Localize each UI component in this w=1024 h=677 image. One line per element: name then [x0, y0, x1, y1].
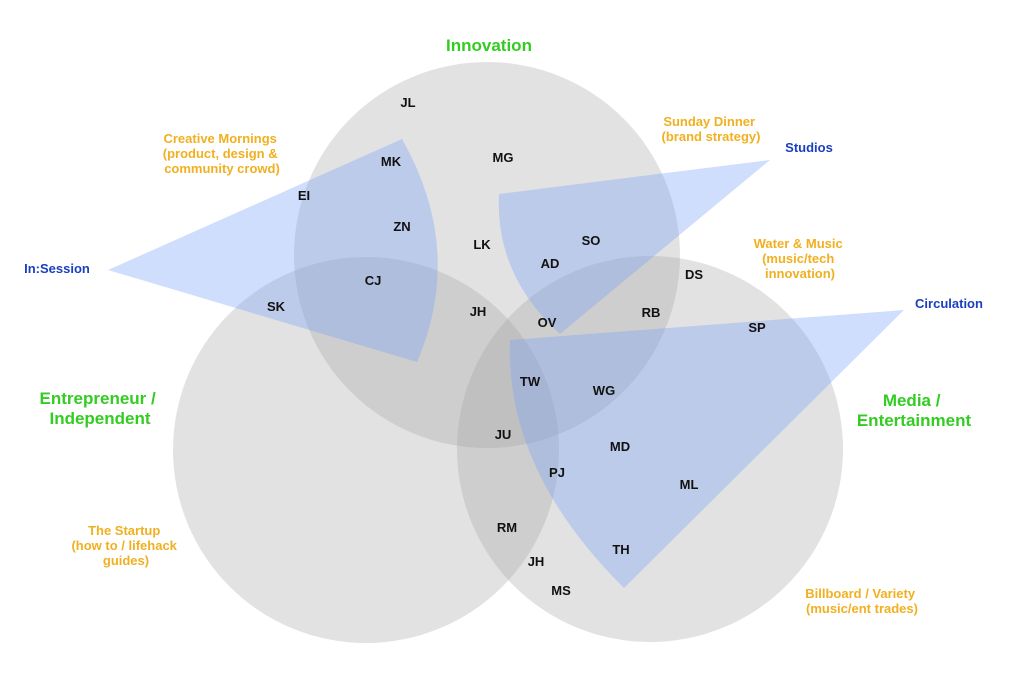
- person-initials: JU: [495, 427, 512, 442]
- person-initials: RM: [497, 520, 517, 535]
- person-initials: AD: [541, 256, 560, 271]
- creative-mornings-note: Creative Mornings (product, design & com…: [163, 131, 281, 176]
- water-music-note: Water & Music (music/tech innovation): [754, 236, 847, 281]
- circulation-label: Circulation: [915, 296, 983, 311]
- entrepreneur-circle: [173, 257, 559, 643]
- media-label: Media / Entertainment: [857, 391, 972, 430]
- person-initials: JL: [400, 95, 415, 110]
- studios-wedge: [498, 160, 770, 334]
- person-initials: EI: [298, 188, 310, 203]
- person-initials: TW: [520, 374, 541, 389]
- entrepreneur-label: Entrepreneur / Independent: [40, 389, 161, 428]
- person-initials: DS: [685, 267, 703, 282]
- person-initials: SK: [267, 299, 286, 314]
- person-initials: JH: [528, 554, 545, 569]
- person-initials: SO: [582, 233, 601, 248]
- person-initials: MS: [551, 583, 571, 598]
- studios-label: Studios: [785, 140, 833, 155]
- sunday-dinner-note: Sunday Dinner (brand strategy): [662, 114, 761, 144]
- media-circle: [457, 256, 843, 642]
- person-initials: ML: [680, 477, 699, 492]
- person-initials: LK: [473, 237, 491, 252]
- in-session-label: In:Session: [24, 261, 90, 276]
- person-initials: ZN: [393, 219, 410, 234]
- billboard-note: Billboard / Variety (music/ent trades): [805, 586, 918, 616]
- person-initials: TH: [612, 542, 629, 557]
- innovation-label: Innovation: [446, 36, 532, 55]
- person-initials: CJ: [365, 273, 382, 288]
- person-initials: WG: [593, 383, 615, 398]
- circulation-wedge: [509, 310, 904, 588]
- person-initials: MD: [610, 439, 630, 454]
- person-initials: MK: [381, 154, 402, 169]
- person-initials: MG: [493, 150, 514, 165]
- startup-note: The Startup (how to / lifehack guides): [71, 523, 180, 568]
- person-initials: SP: [748, 320, 766, 335]
- person-initials: OV: [538, 315, 557, 330]
- innovation-circle: [294, 62, 680, 448]
- in-session-wedge: [108, 139, 438, 362]
- person-initials: JH: [470, 304, 487, 319]
- person-initials: RB: [642, 305, 661, 320]
- person-initials: PJ: [549, 465, 565, 480]
